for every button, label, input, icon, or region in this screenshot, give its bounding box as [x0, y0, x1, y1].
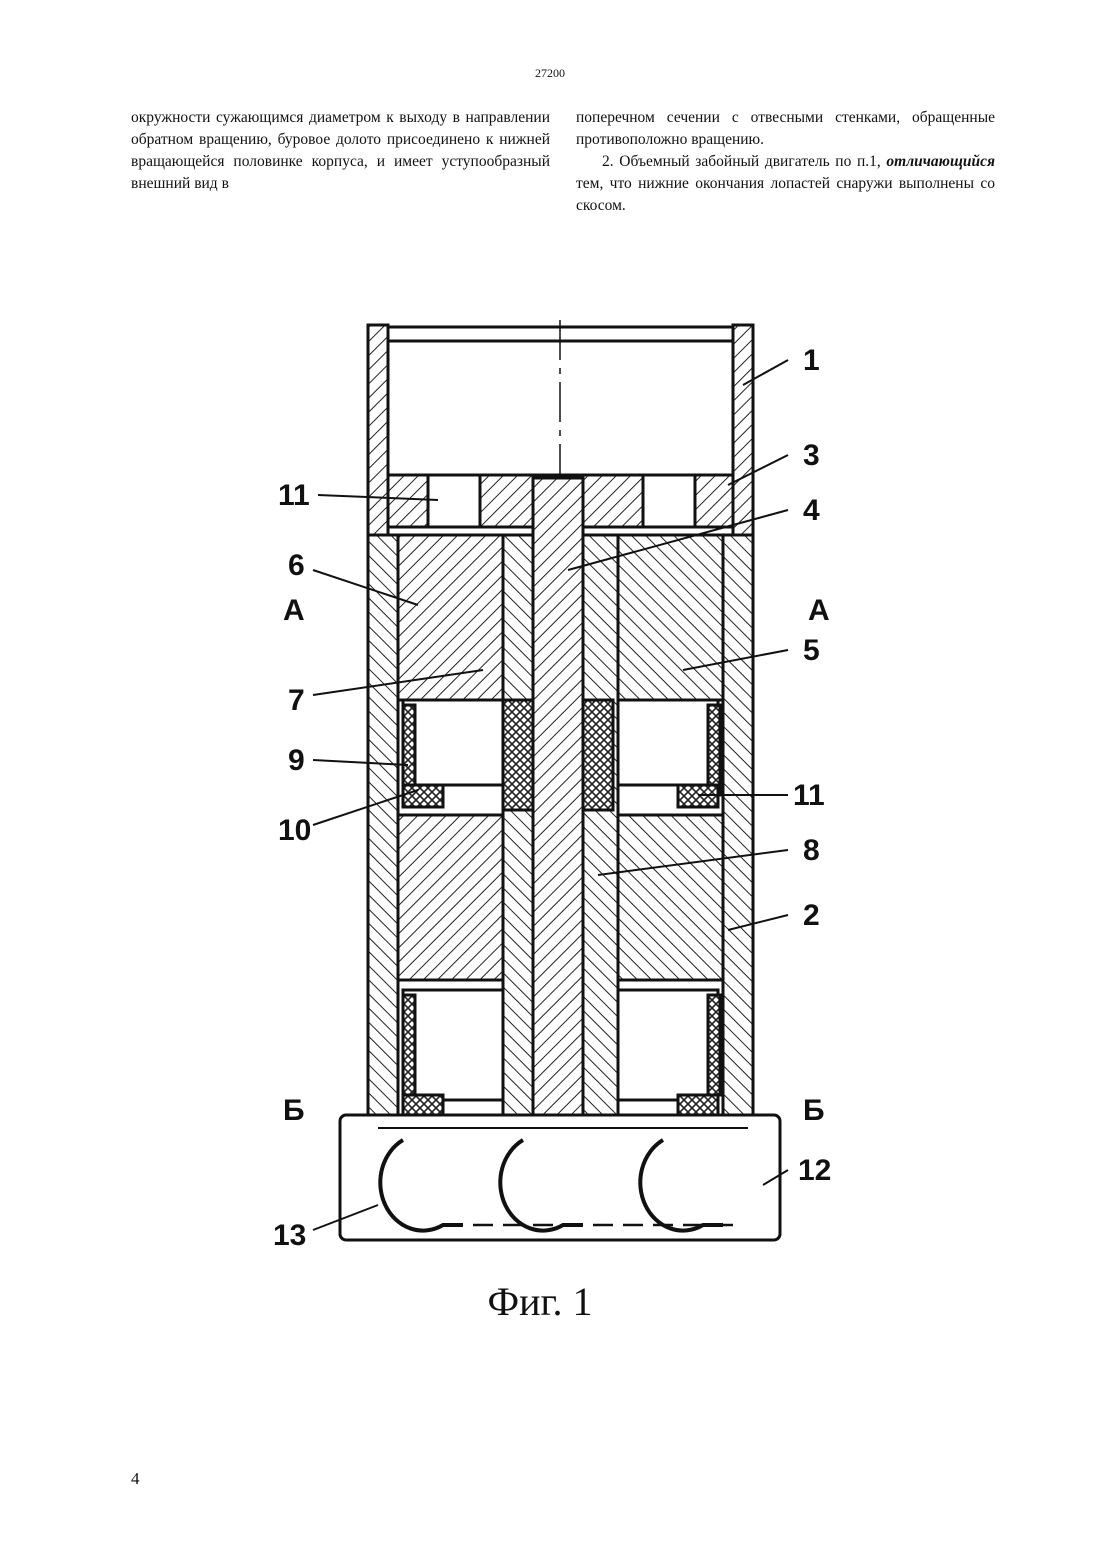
label-4: 4 — [803, 494, 820, 527]
label-b-right: Б — [803, 1094, 825, 1127]
label-3: 3 — [803, 439, 820, 472]
claim-2-end: тем, что нижние окончания лопастей снару… — [576, 175, 995, 214]
label-a-left: A — [283, 594, 305, 627]
right-text-column: поперечном сечении с отвесными стенками,… — [576, 107, 995, 217]
label-10: 10 — [278, 814, 311, 847]
label-6: 6 — [288, 549, 305, 582]
label-5: 5 — [803, 634, 820, 667]
label-11-top: 11 — [278, 479, 310, 512]
left-text-column: окружности сужающимся диаметром к выходу… — [131, 107, 550, 195]
label-13: 13 — [273, 1219, 306, 1252]
claim-2-emphasis: отличающийся — [886, 153, 995, 170]
figure-caption: Фиг. 1 — [0, 1278, 1080, 1325]
right-paragraph-1: поперечном сечении с отвесными стенками,… — [576, 107, 995, 151]
label-a-right: A — [808, 594, 830, 627]
label-1: 1 — [803, 344, 820, 377]
claim-2-start: 2. Объемный забойный двигатель по п.1, — [602, 153, 881, 170]
downhole-motor-drawing: 1 3 11 4 6 A A 5 7 9 11 10 8 2 Б Б 12 13 — [268, 300, 858, 1330]
label-b-left: Б — [283, 1094, 305, 1127]
drawing-body — [313, 320, 788, 1240]
label-9: 9 — [288, 744, 305, 777]
patent-number: 27200 — [0, 66, 1100, 81]
label-7: 7 — [288, 684, 305, 717]
left-paragraph: окружности сужающимся диаметром к выходу… — [131, 107, 550, 195]
claim-2-paragraph: 2. Объемный забойный двигатель по п.1, о… — [576, 151, 995, 217]
label-12: 12 — [798, 1154, 831, 1187]
label-11-mid: 11 — [793, 779, 825, 812]
label-8: 8 — [803, 834, 820, 867]
page-number: 4 — [131, 1469, 140, 1489]
label-2: 2 — [803, 899, 820, 932]
